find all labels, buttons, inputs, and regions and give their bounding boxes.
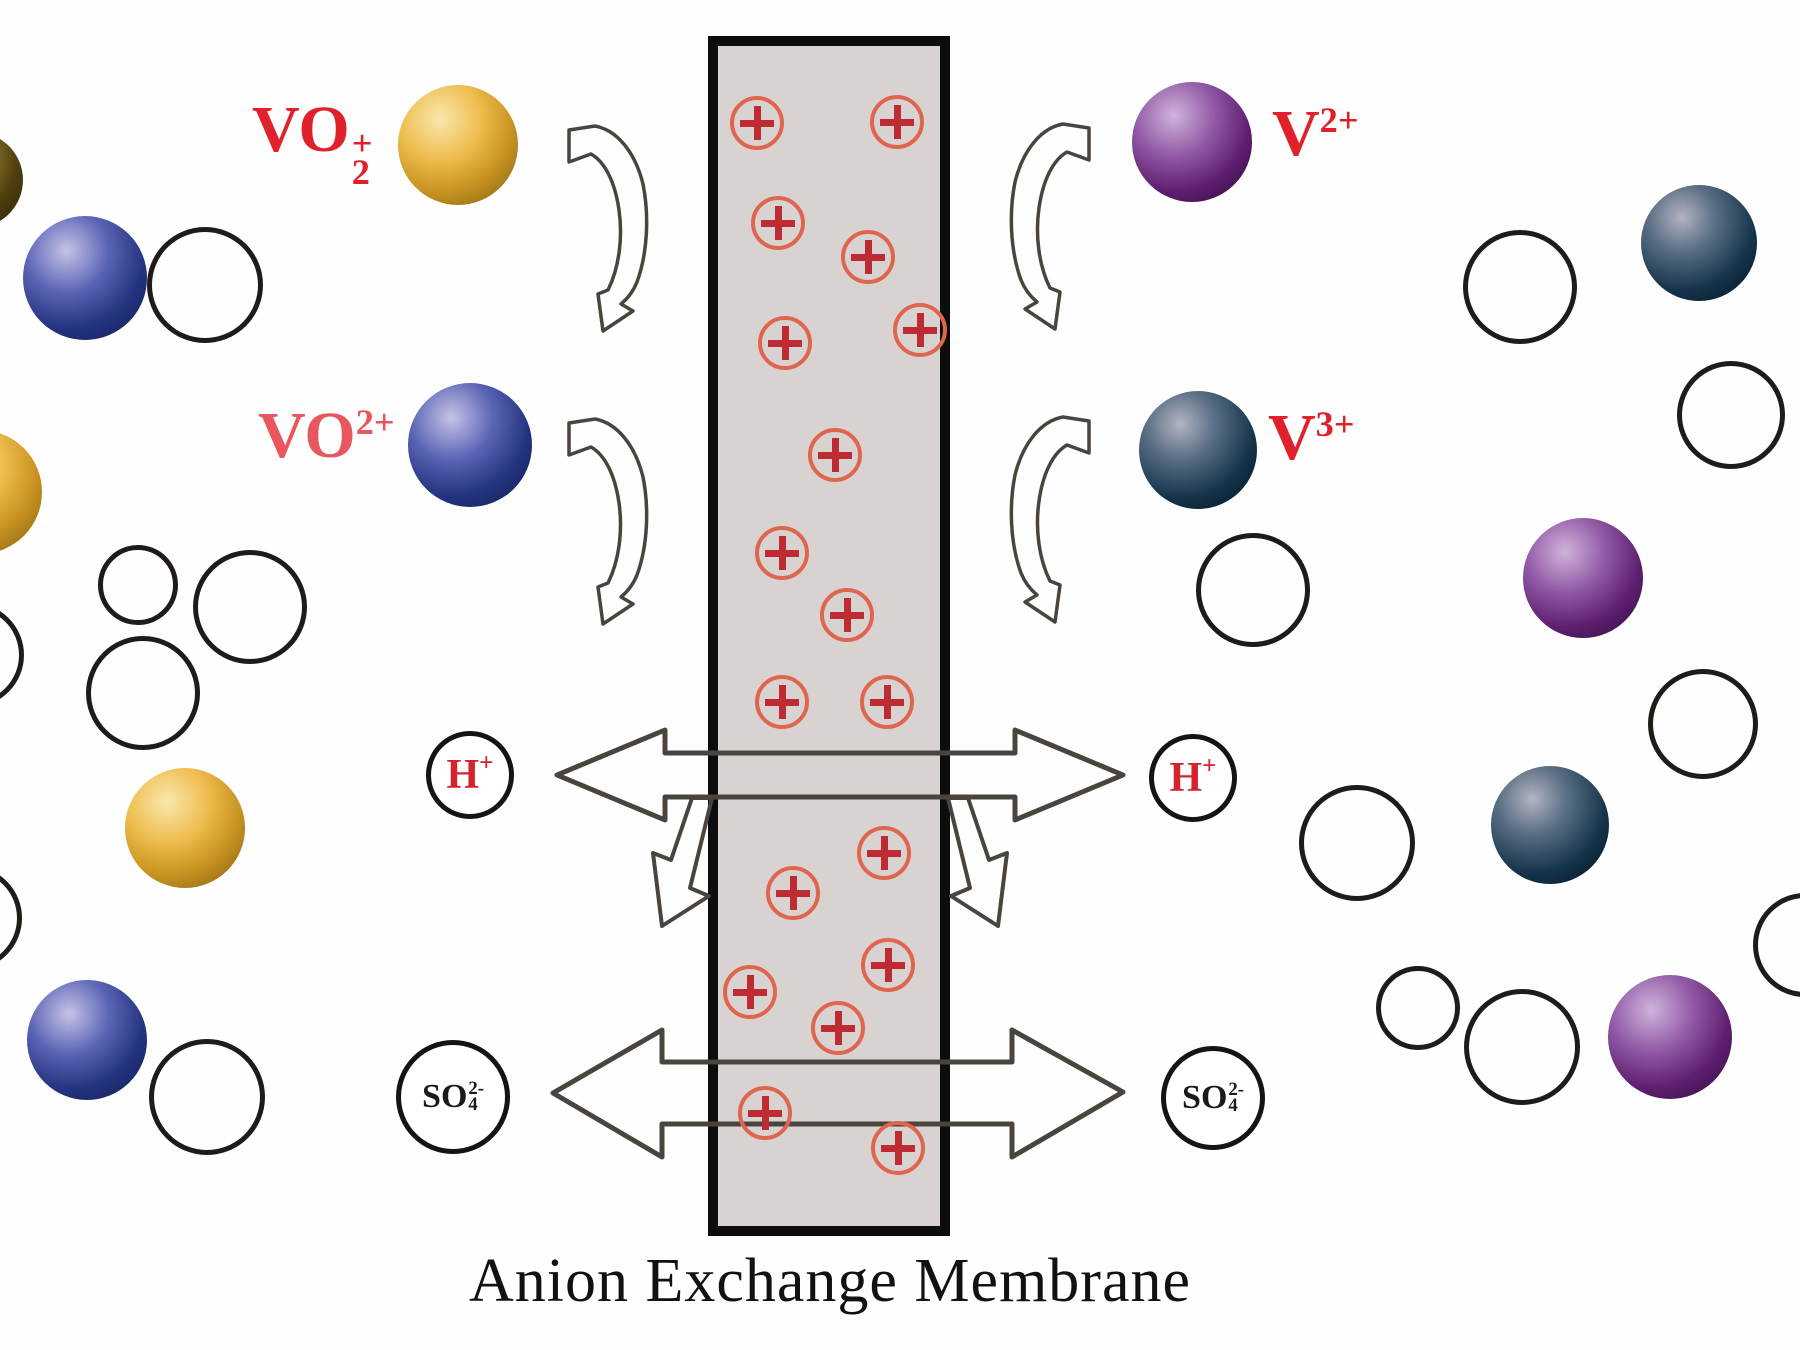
- empty-circle: [1677, 361, 1785, 469]
- label-v-2plus-base: V: [1272, 97, 1320, 170]
- empty-circle: [1464, 989, 1580, 1105]
- fixed-positive-charge-icon: [730, 96, 784, 150]
- label-vo-2plus: VO2+: [258, 398, 395, 474]
- label-vo2-plus-sup: +: [351, 123, 373, 163]
- navy-sphere: [1491, 766, 1609, 884]
- h-ion-badge: H+: [1149, 734, 1237, 822]
- label-vo2-plus-sub: 2: [351, 152, 370, 193]
- navy-sphere: [1641, 185, 1757, 301]
- curved-arrow-right-top: [1009, 122, 1091, 331]
- empty-circle: [1299, 785, 1415, 901]
- empty-circle: [1463, 230, 1577, 344]
- empty-circle: [147, 227, 263, 343]
- curved-arrow-left-top: [567, 124, 649, 333]
- label-v-3plus-base: V: [1268, 401, 1316, 474]
- fixed-positive-charge-icon: [751, 196, 805, 250]
- bent-arrow-left: [651, 796, 714, 928]
- empty-circle: [98, 545, 178, 625]
- label-vo-2plus-sup: 2+: [355, 402, 395, 442]
- empty-circle: [1648, 669, 1758, 779]
- fixed-positive-charge-icon: [755, 526, 809, 580]
- label-v-3plus: V3+: [1268, 400, 1355, 476]
- fixed-positive-charge-icon: [857, 826, 911, 880]
- membrane-title: Anion Exchange Membrane: [469, 1247, 1191, 1315]
- label-v-2plus: V2+: [1272, 96, 1359, 172]
- fixed-positive-charge-icon: [841, 230, 895, 284]
- empty-circle: [0, 866, 22, 970]
- fixed-positive-charge-icon: [860, 675, 914, 729]
- empty-circle: [1196, 533, 1310, 647]
- purple-sphere: [1132, 82, 1252, 202]
- blue-sphere: [408, 383, 532, 507]
- label-v-3plus-sup: 3+: [1315, 404, 1355, 444]
- darkgold-sphere: [0, 132, 23, 228]
- label-vo-2plus-base: VO: [258, 399, 356, 472]
- purple-sphere: [1608, 975, 1732, 1099]
- blue-sphere: [23, 216, 147, 340]
- empty-circle: [1376, 966, 1460, 1050]
- fixed-positive-charge-icon: [871, 1121, 925, 1175]
- label-vo2-plus-base: VO: [252, 93, 350, 166]
- fixed-positive-charge-icon: [893, 303, 947, 357]
- h-ion-badge: H+: [426, 731, 514, 819]
- label-v-2plus-sup: 2+: [1319, 100, 1359, 140]
- fixed-positive-charge-icon: [723, 965, 777, 1019]
- fixed-positive-charge-icon: [820, 588, 874, 642]
- yellow-sphere: [398, 85, 518, 205]
- fixed-positive-charge-icon: [755, 675, 809, 729]
- empty-circle: [193, 550, 307, 664]
- blue-sphere: [27, 980, 147, 1100]
- fixed-positive-charge-icon: [738, 1086, 792, 1140]
- yellow-sphere: [0, 430, 42, 554]
- navy-sphere: [1139, 391, 1257, 509]
- empty-circle: [149, 1039, 265, 1155]
- fixed-positive-charge-icon: [766, 866, 820, 920]
- fixed-positive-charge-icon: [870, 95, 924, 149]
- fixed-positive-charge-icon: [861, 938, 915, 992]
- curved-arrow-right-bottom: [1009, 415, 1091, 624]
- fixed-positive-charge-icon: [811, 1001, 865, 1055]
- label-vo2-plus: VO+2: [252, 92, 373, 190]
- empty-circle: [86, 636, 200, 750]
- yellow-sphere: [125, 768, 245, 888]
- empty-circle: [1753, 893, 1800, 997]
- empty-circle: [0, 603, 24, 707]
- anion-exchange-membrane: [708, 36, 950, 1236]
- fixed-positive-charge-icon: [758, 316, 812, 370]
- purple-sphere: [1523, 518, 1643, 638]
- bent-arrow-right: [946, 796, 1009, 928]
- curved-arrow-left-bottom: [567, 417, 649, 626]
- fixed-positive-charge-icon: [808, 428, 862, 482]
